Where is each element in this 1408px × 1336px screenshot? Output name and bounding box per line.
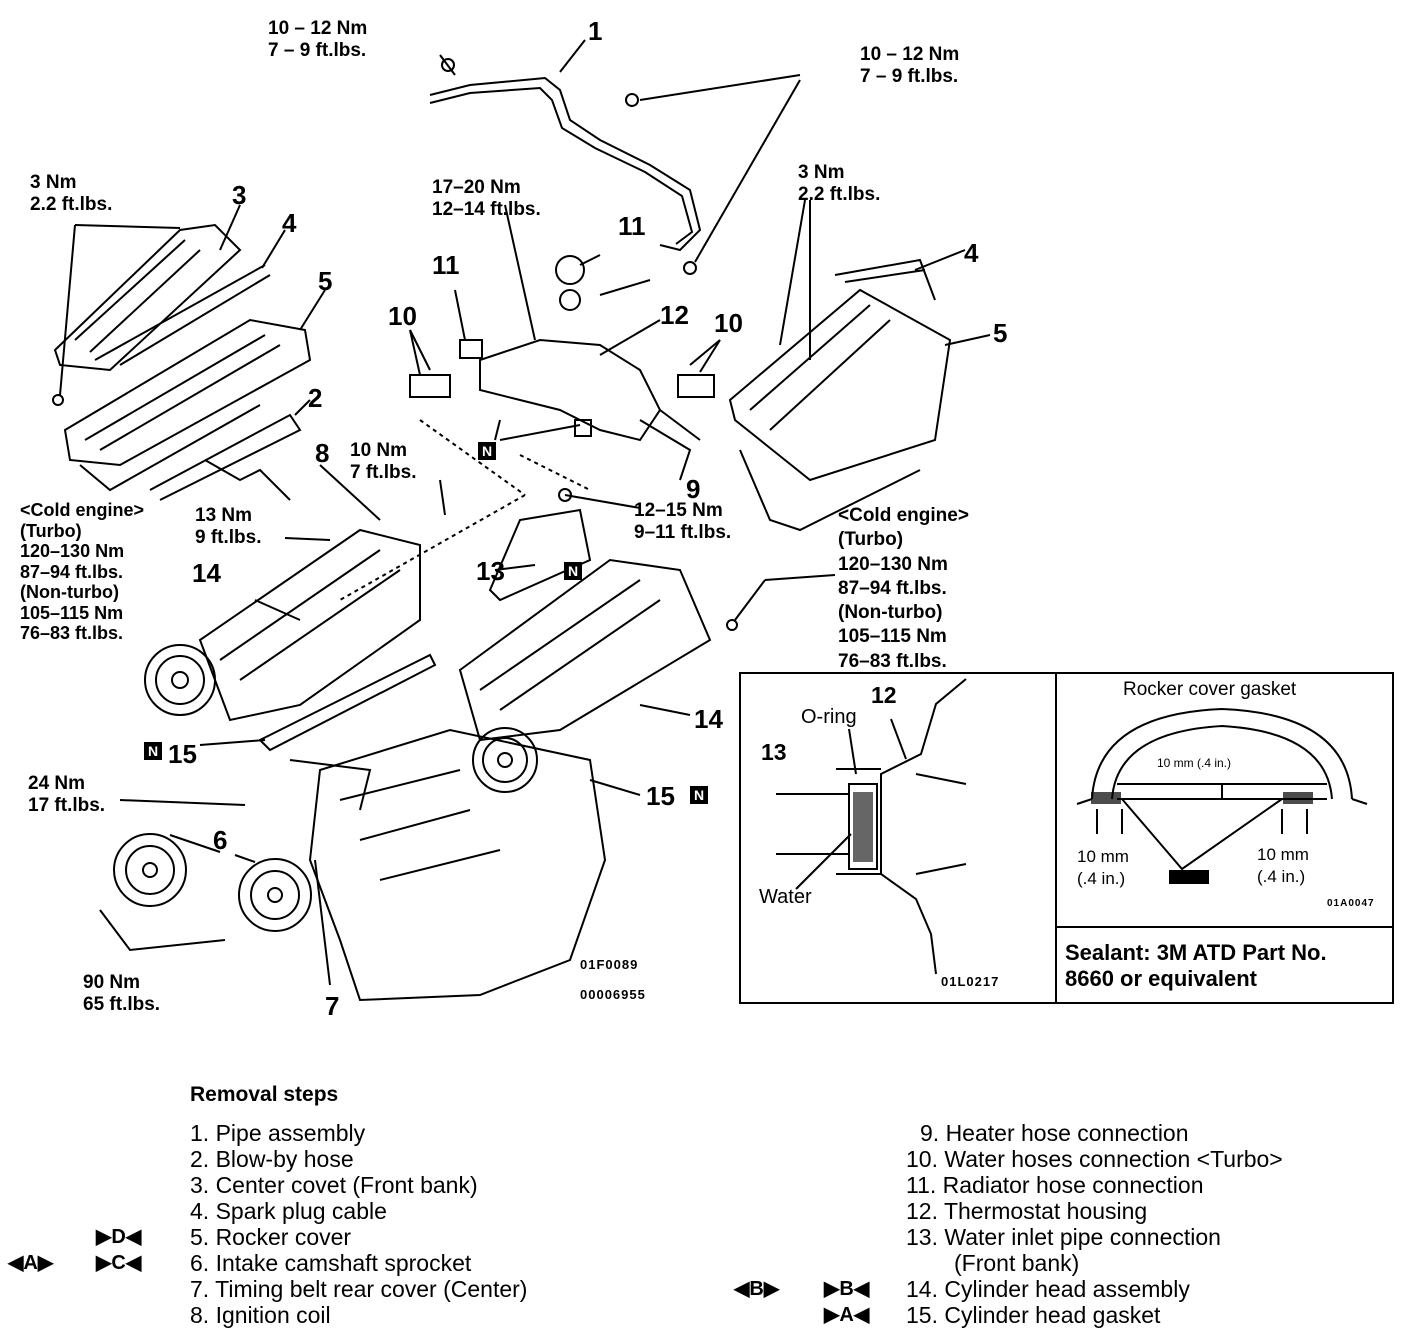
sealant-text: Sealant: 3M ATD Part No. 8660 or equival… [1065,940,1327,991]
torque-rear-cover: 13 Nm 9 ft.lbs. [195,505,262,548]
new-part-mark-13: N [564,562,582,580]
marker-a-open: ◀A▶ [8,1252,54,1274]
step-14: 14. Cylinder head assembly [906,1276,1190,1302]
marker-b: ▶B◀ [824,1278,870,1300]
callout-15-front: 15 [168,739,197,769]
callout-5-rear: 5 [993,318,1008,348]
marker-a: ▶A◀ [824,1304,870,1326]
callout-5-front: 5 [318,266,333,296]
callout-13: 13 [476,556,505,586]
step-13-cont: (Front bank) [954,1250,1080,1276]
callout-8: 8 [315,438,330,468]
gasket-center-dim: 10 mm (.4 in.) [1157,756,1232,770]
inset-callout-13: 13 [761,739,787,765]
removal-steps-left: 1. Pipe assembly 2. Blow-by hose 3. Cent… [190,1120,527,1328]
callout-11-left: 11 [432,250,460,280]
torque-cover-right: 3 Nm 2.2 ft.lbs. [798,162,881,205]
callout-15-rear: 15 [646,781,675,811]
marker-c: ▶C◀ [96,1252,142,1274]
step-10: 10. Water hoses connection <Turbo> [906,1146,1283,1172]
callout-10-right: 10 [714,308,743,338]
callout-11-right: 11 [618,211,646,241]
callout-3: 3 [232,180,247,210]
oring-label: O-ring [801,706,857,728]
callout-7: 7 [325,991,340,1021]
figure-code-1: 01F0089 [580,957,639,972]
sealant-note: Sealant: 3M ATD Part No. 8660 or equival… [1055,926,1394,1004]
torque-pipe-left: 10 – 12 Nm 7 – 9 ft.lbs. [268,18,368,61]
step-12: 12. Thermostat housing [906,1198,1148,1224]
step-3: 3. Center covet (Front bank) [190,1172,478,1198]
callout-14-front: 14 [192,558,221,588]
gasket-detail-art [1076,707,1368,884]
callout-6: 6 [213,825,228,855]
callout-1: 1 [588,16,603,46]
step-4: 4. Spark plug cable [190,1198,387,1224]
torque-rear-cover-bolt: 24 Nm 17 ft.lbs. [28,773,106,816]
step-2: 2. Blow-by hose [190,1146,354,1172]
torque-thermostat: 17–20 Nm 12–14 ft.lbs. [432,177,541,220]
gasket-detail-inset: Rocker cover gasket 10 mm (.4 in.) 10 mm… [1055,672,1394,928]
gasket-right-dim: 10 mm (.4 in.) [1257,845,1309,886]
torque-head-rear: <Cold engine> (Turbo) 120–130 Nm 87–94 f… [838,505,969,672]
gasket-left-dim: 10 mm (.4 in.) [1077,847,1129,888]
torque-coil: 10 Nm 7 ft.lbs. [350,440,417,483]
callout-10-left: 10 [388,301,417,331]
step-8: 8. Ignition coil [190,1302,331,1328]
inset-code-2: 01A0047 [1327,898,1375,909]
step-9: 9. Heater hose connection [920,1120,1189,1146]
torque-sprocket: 90 Nm 65 ft.lbs. [83,972,161,1015]
step-15: 15. Cylinder head gasket [906,1302,1161,1328]
torque-cover-left: 3 Nm 2.2 ft.lbs. [30,172,113,215]
callout-2: 2 [308,383,323,413]
callout-4-front: 4 [282,208,297,238]
step-5: 5. Rocker cover [190,1224,352,1250]
inset-code-1: 01L0217 [941,974,1000,989]
step-7: 7. Timing belt rear cover (Center) [190,1276,528,1302]
callout-9: 9 [686,474,701,504]
new-part-mark-15-rear: N [690,786,708,804]
new-part-mark-gasket: N [478,442,496,460]
water-label: Water [759,886,812,908]
step-13: 13. Water inlet pipe connection [906,1224,1221,1250]
torque-inlet: 12–15 Nm 9–11 ft.lbs. [634,500,732,543]
callout-14-rear: 14 [694,704,723,734]
oring-detail-art [776,678,967,975]
inset-callout-12: 12 [871,682,897,708]
callout-12: 12 [660,300,689,330]
step-1: 1. Pipe assembly [190,1120,366,1146]
torque-pipe-right: 10 – 12 Nm 7 – 9 ft.lbs. [860,44,960,87]
callout-4-rear: 4 [964,238,979,268]
step-11: 11. Radiator hose connection [906,1172,1204,1198]
oring-detail-inset: 12 13 O-ring Water 01L0217 [739,672,1057,1004]
torque-head-front: <Cold engine> (Turbo) 120–130 Nm 87–94 f… [20,500,145,643]
removal-heading: Removal steps [190,1083,339,1106]
gasket-title: Rocker cover gasket [1123,679,1297,700]
new-part-mark-15-front: N [144,742,162,760]
figure-code-2: 00006955 [580,987,646,1002]
removal-steps-right: 9. Heater hose connection 10. Water hose… [906,1120,1283,1328]
marker-d: ▶D◀ [96,1226,142,1248]
step-6: 6. Intake camshaft sprocket [190,1250,472,1276]
marker-b-open: ◀B▶ [734,1278,780,1300]
